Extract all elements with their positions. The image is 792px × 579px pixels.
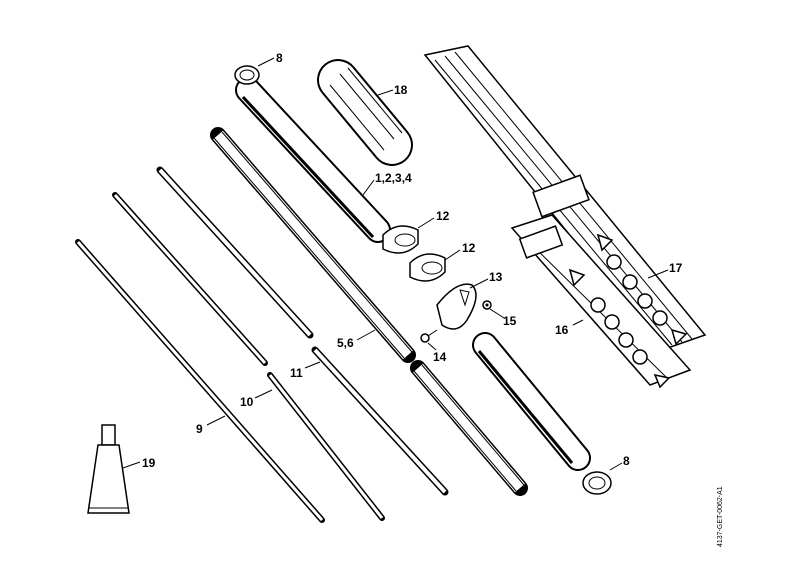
- grease-tube-19: [87, 424, 130, 514]
- nut-15: [482, 300, 492, 310]
- callout-15: 15: [503, 314, 517, 328]
- callout-17: 17: [669, 261, 683, 275]
- callout-10: 10: [240, 395, 254, 409]
- shaft-10: [112, 192, 385, 521]
- callout-12a: 12: [436, 209, 450, 223]
- rail-5-6: [210, 127, 528, 496]
- collar-bottom: [582, 471, 612, 495]
- screw-14: [420, 329, 438, 343]
- callout-5-6: 5,6: [337, 336, 354, 350]
- callout-1-2-3-4: 1,2,3,4: [375, 171, 412, 185]
- collar-top: [234, 65, 260, 85]
- leader-lines: [122, 57, 669, 471]
- clamp-12a: [382, 225, 419, 254]
- callout-18: 18: [394, 83, 408, 97]
- handle-clamp-13: [436, 283, 477, 330]
- callout-9: 9: [196, 422, 203, 436]
- drive-tube: [235, 77, 391, 243]
- callout-14: 14: [433, 350, 447, 364]
- sleeve-18: [317, 59, 413, 166]
- drawing-code: 4137-GET-0062-A1: [717, 486, 724, 547]
- callout-11: 11: [290, 366, 303, 380]
- label-strip-16: [510, 214, 692, 389]
- shaft-11: [156, 166, 449, 496]
- callout-12b: 12: [462, 241, 476, 255]
- callout-8-top: 8: [276, 51, 283, 65]
- lower-tube: [472, 332, 591, 471]
- callout-19: 19: [142, 456, 156, 470]
- clamp-12b: [409, 253, 446, 282]
- callout-13: 13: [489, 270, 503, 284]
- label-strip-17: [423, 45, 707, 351]
- callout-16: 16: [555, 323, 569, 337]
- callout-8-bottom: 8: [623, 454, 630, 468]
